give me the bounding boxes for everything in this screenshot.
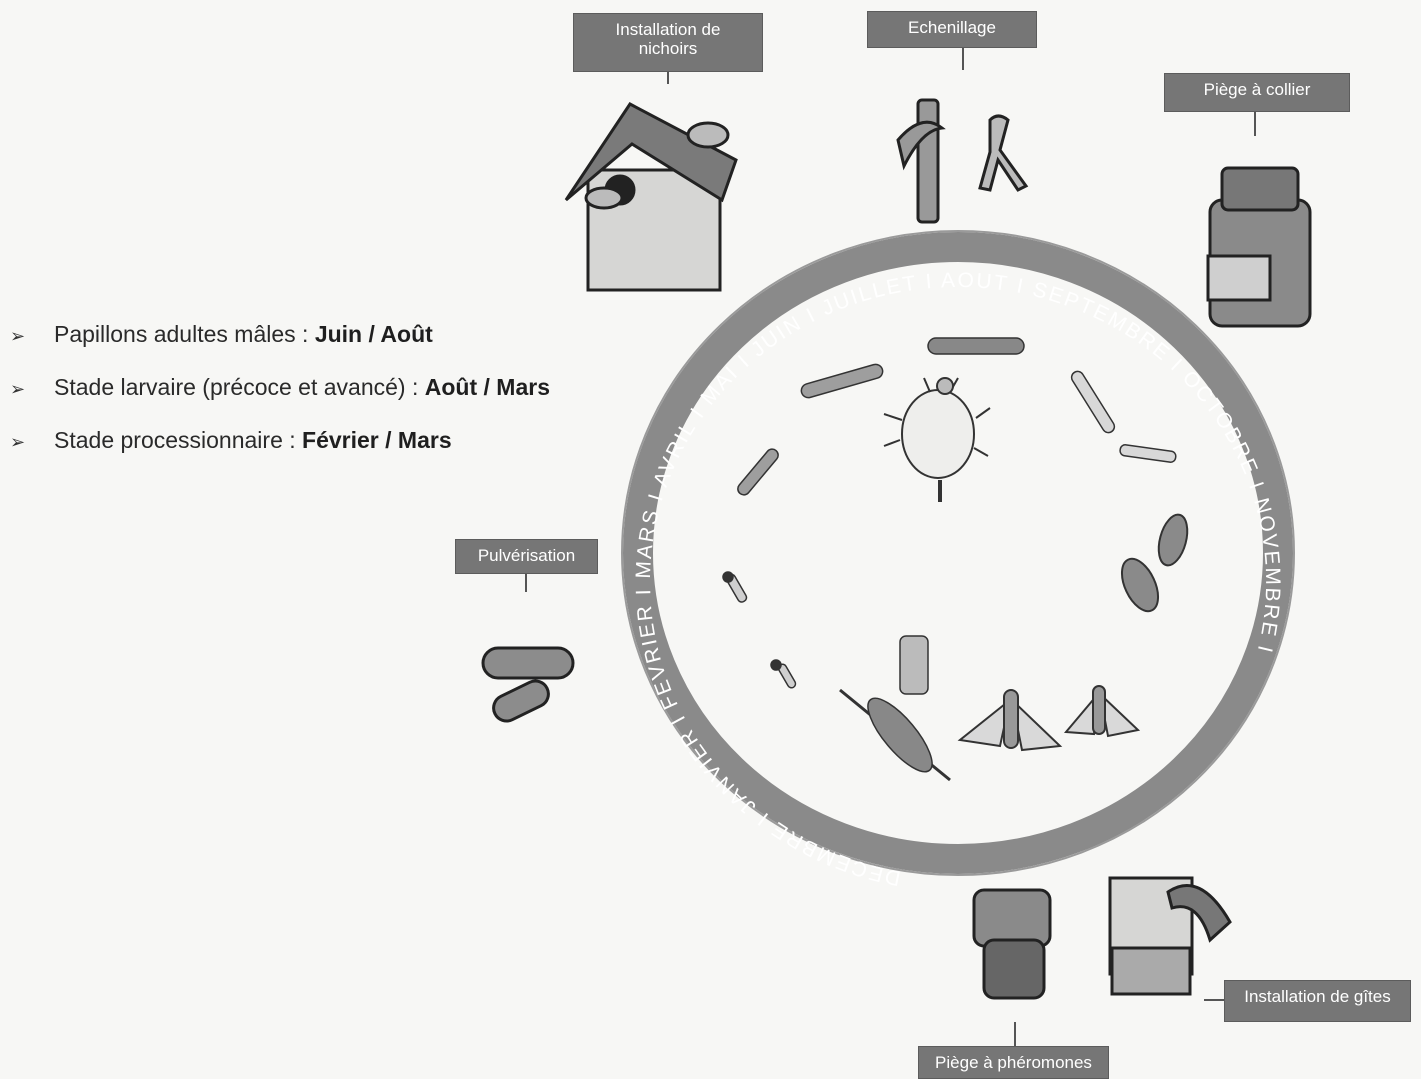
pheromone-trap-icon — [972, 888, 1052, 1000]
list-item-label: Stade larvaire (précoce et avancé) : — [54, 374, 425, 400]
list-item: ➢ Stade processionnaire : Février / Mars — [10, 422, 550, 475]
birdhouse-icon — [564, 102, 738, 292]
list-item-period: Février / Mars — [302, 427, 452, 453]
arrow-icon: ➢ — [10, 379, 26, 399]
connector-line — [1254, 112, 1256, 136]
connector-line — [667, 72, 669, 84]
label-piege-collier: Piège à collier — [1164, 73, 1350, 112]
label-piege-pheromones: Piège à phéromones — [918, 1046, 1109, 1079]
label-echenillage: Echenillage — [867, 11, 1037, 48]
spray-pellets-icon — [481, 646, 575, 723]
cocoon-icons — [1120, 513, 1189, 613]
phase-list: ➢ Papillons adultes mâles : Juin / Août ➢… — [10, 316, 550, 475]
nest-icon — [883, 377, 991, 502]
label-installation-gites: Installation de gîtes — [1224, 980, 1411, 1022]
arrow-icon: ➢ — [10, 326, 26, 346]
label-pulverisation: Pulvérisation — [455, 539, 598, 574]
collar-trap-icon — [1206, 166, 1312, 328]
list-item-label: Stade processionnaire : — [54, 427, 303, 453]
caterpillar-icons — [722, 337, 1177, 689]
egg-cluster-icon — [839, 635, 951, 782]
connector-line — [1014, 1022, 1016, 1046]
bat-box-icon — [1108, 876, 1232, 996]
list-item: ➢ Papillons adultes mâles : Juin / Août — [10, 316, 550, 369]
pruning-shears-icon — [896, 98, 1029, 224]
list-item-period: Août / Mars — [424, 374, 550, 400]
arrow-icon: ➢ — [10, 432, 26, 452]
connector-line — [525, 574, 527, 592]
connector-line — [1204, 999, 1224, 1001]
label-installation-nichoirs: Installation de nichoirs — [573, 13, 763, 72]
connector-line — [962, 48, 964, 70]
moth-icons — [957, 685, 1141, 752]
list-item: ➢ Stade larvaire (précoce et avancé) : Ao… — [10, 369, 550, 422]
list-item-label: Papillons adultes mâles : — [54, 321, 315, 347]
month-ring: DECEMBRE I JANVIER I FEVRIER I MARS I AV… — [621, 230, 1295, 890]
list-item-period: Juin / Août — [314, 321, 433, 347]
